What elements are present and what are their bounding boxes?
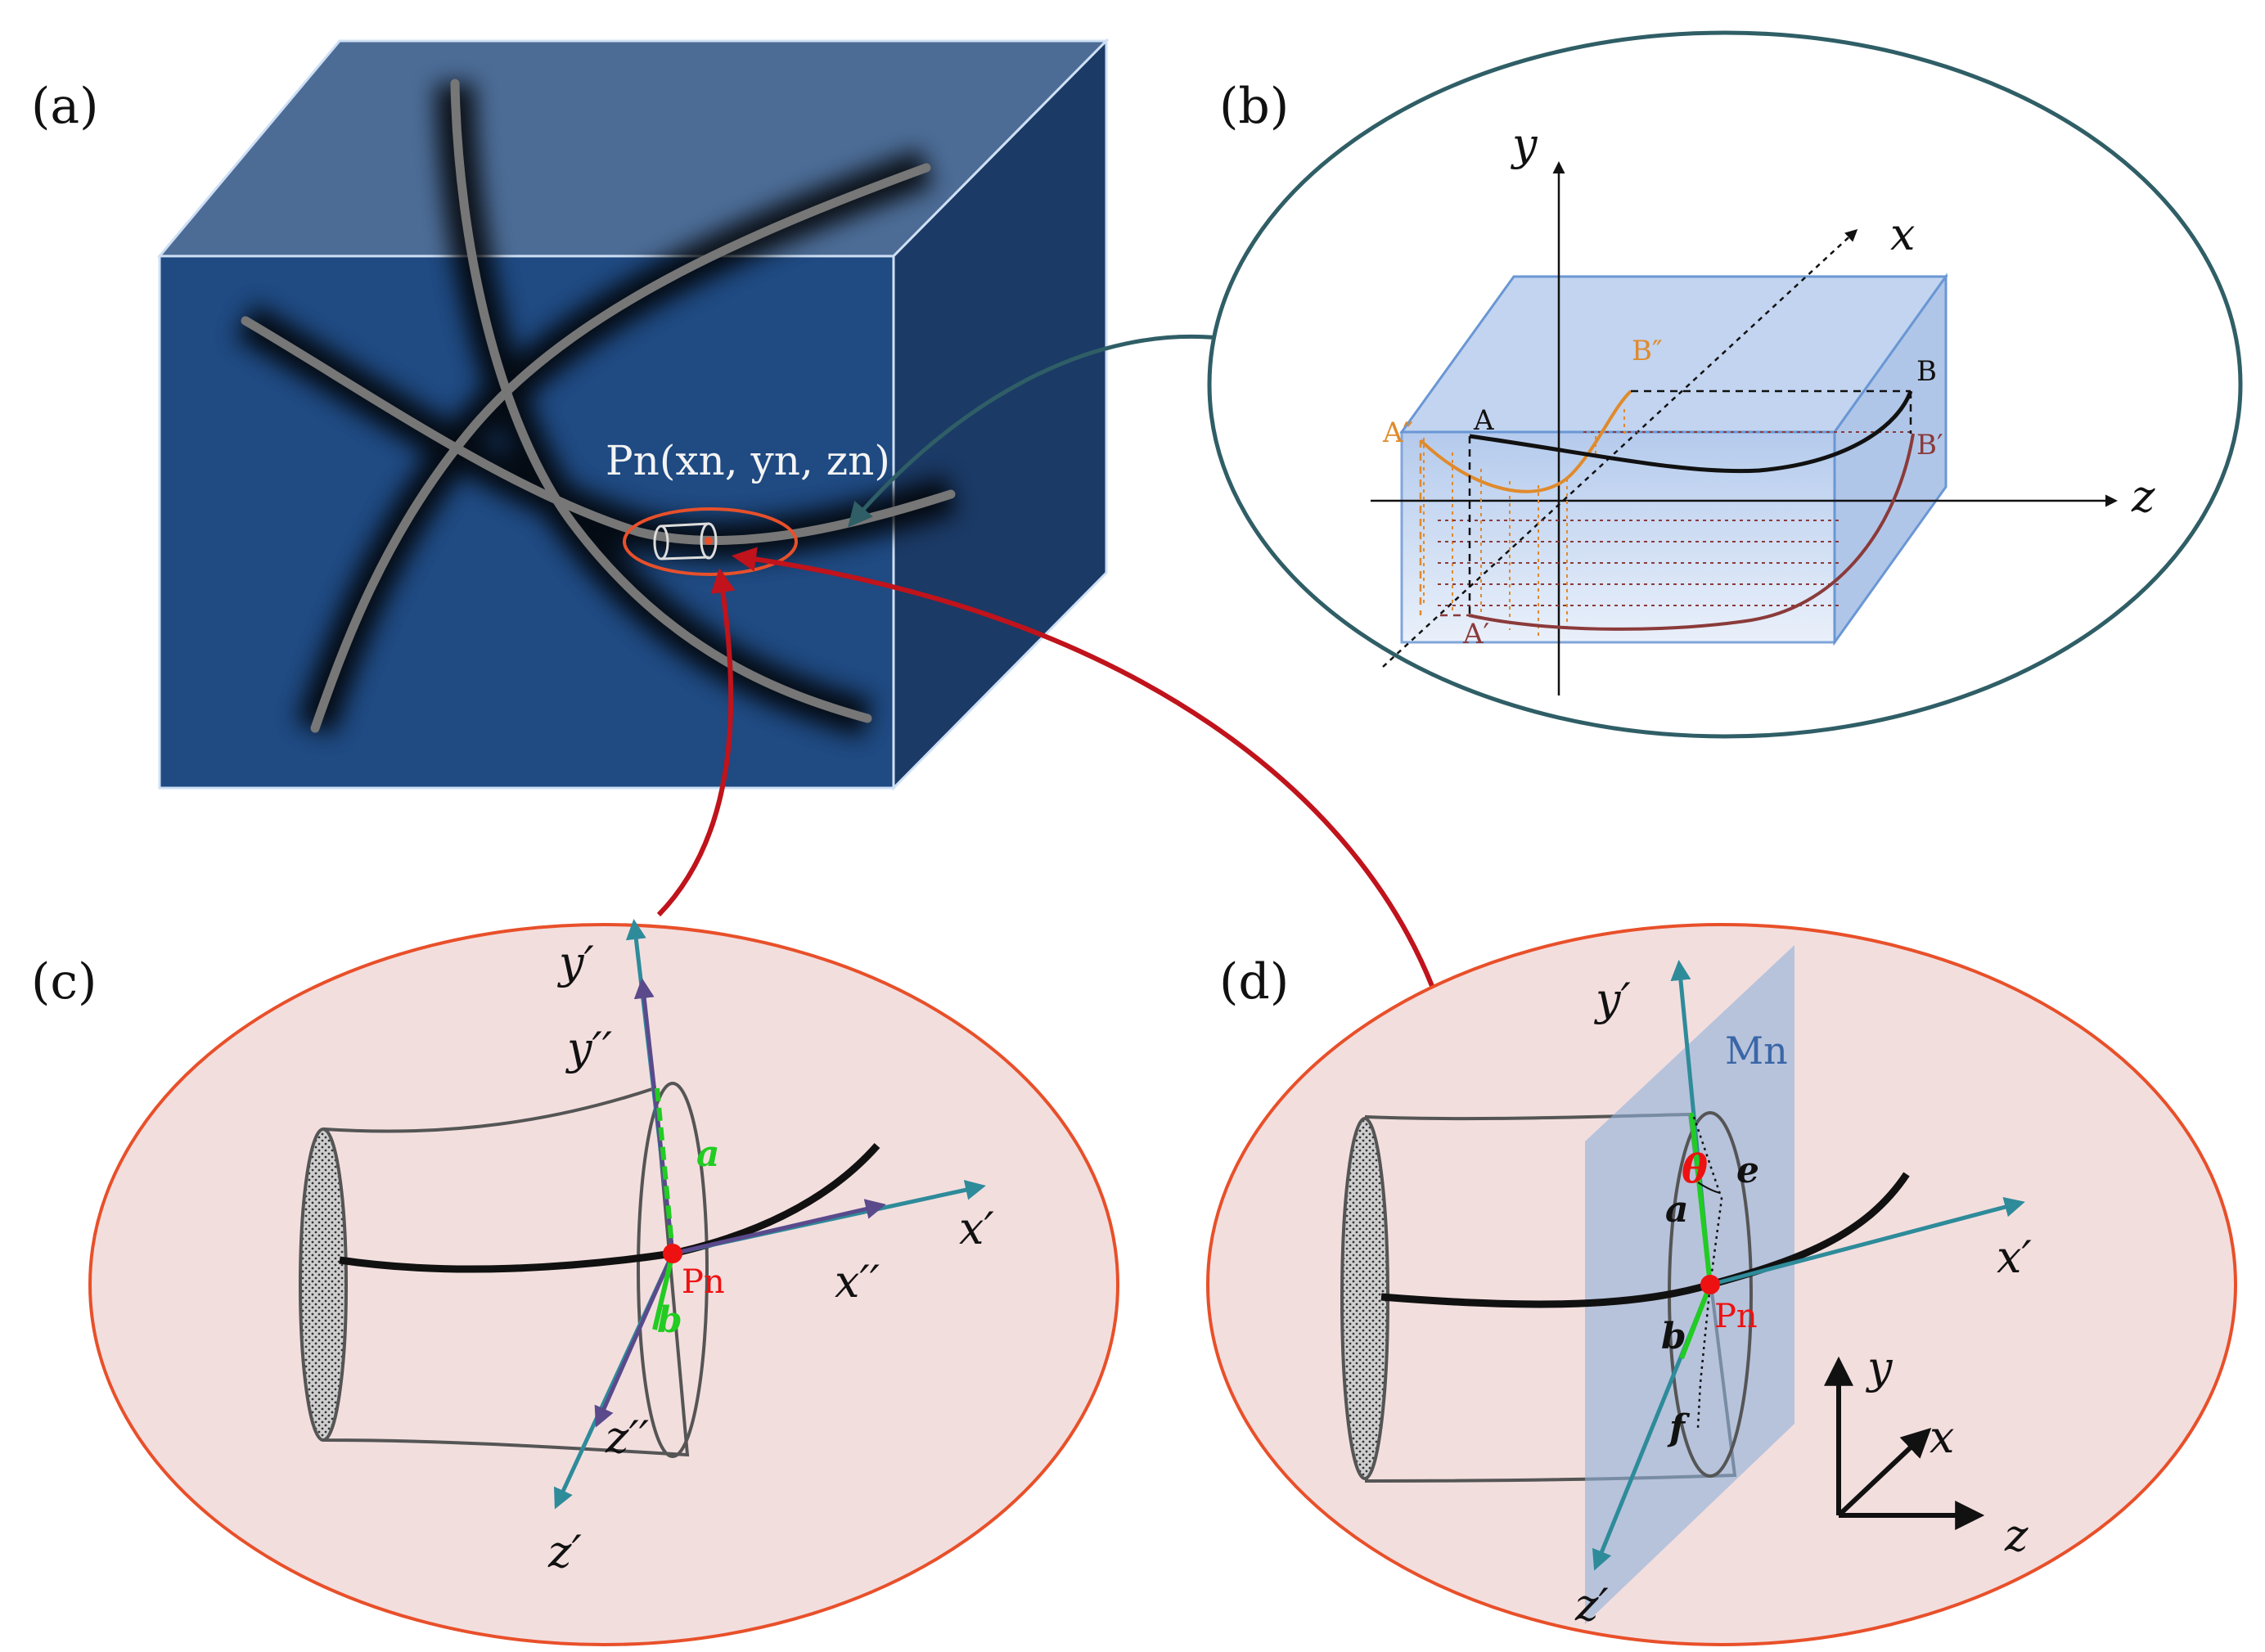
tube-cross-section-c xyxy=(637,1082,709,1458)
panel-b-label: (b) xyxy=(1219,78,1289,135)
angle-theta-label: θ xyxy=(1682,1146,1708,1192)
panel-d: (d) y′ x′ z′ Mn θ e a b f Pn xyxy=(1206,923,2237,1646)
ref-axis-x-label: x xyxy=(1930,1411,1954,1463)
axis-x2-c xyxy=(672,1199,886,1256)
point-a1-label: A′ xyxy=(1462,618,1489,650)
axis-z2-label-c: z′′ xyxy=(605,1411,649,1463)
segment-b-c xyxy=(652,1253,675,1330)
segment-b-d xyxy=(1679,1283,1713,1360)
point-pn-marker-d xyxy=(1700,1275,1720,1294)
micro-cylinder xyxy=(653,522,718,560)
highlight-ellipse-a xyxy=(623,507,798,576)
frame-dashes xyxy=(1468,389,1912,615)
axis-x2-label-c: x′′ xyxy=(835,1256,880,1308)
connection-arrows xyxy=(656,335,1434,988)
point-pn-marker-c xyxy=(663,1244,682,1263)
curve-projection-a1b1 xyxy=(1468,433,1915,631)
segment-a-label-d: a xyxy=(1665,1189,1689,1231)
panel-a: (a) Pn(xn, yn, zn) xyxy=(31,38,1110,791)
axis-x-label-b: x xyxy=(1890,209,1915,260)
axis-y1-label-d: y′ xyxy=(1594,974,1631,1025)
axis-x1-d xyxy=(1709,1197,2025,1287)
panel-a-label: (a) xyxy=(31,78,99,135)
tube-end-dotted-c xyxy=(299,1128,348,1442)
reference-axes xyxy=(1824,1356,1985,1530)
panel-b: (b) y x z xyxy=(1207,30,2243,739)
connector-c-to-a xyxy=(656,568,736,917)
axis-z1-label-c: z′ xyxy=(547,1526,582,1578)
point-b-label: B xyxy=(1916,355,1937,388)
axis-z1-label-d: z′ xyxy=(1574,1579,1609,1631)
point-b1-label: B′ xyxy=(1916,429,1943,461)
tube-body-c xyxy=(323,1086,690,1457)
axis-y-label-b: y xyxy=(1511,119,1538,170)
connector-b-to-a xyxy=(848,335,1234,528)
ellipse-c xyxy=(88,923,1119,1646)
axis-x1-label-c: x′ xyxy=(959,1203,994,1254)
connector-d-to-a xyxy=(732,547,1434,988)
axis-x1-label-d: x′ xyxy=(1997,1231,2032,1283)
point-a-label: A xyxy=(1473,404,1494,437)
point-b2-label: B″ xyxy=(1632,335,1663,367)
point-pn-label-d: Pn xyxy=(1714,1298,1758,1335)
panel-c: (c) y′ y′′ x′ x′′ z′′ z′ a b Pn xyxy=(31,919,1119,1646)
plane-mn-label: Mn xyxy=(1725,1029,1788,1073)
segment-a-label-c: a xyxy=(696,1133,720,1175)
segment-e-label: e xyxy=(1736,1150,1759,1191)
axis-z2-c xyxy=(594,1252,675,1428)
panel-d-label: (d) xyxy=(1219,953,1289,1011)
point-pn-label: Pn(xn, yn, zn) xyxy=(606,437,890,484)
segment-a-c xyxy=(655,1087,675,1254)
projection-lines-brown xyxy=(1438,431,1915,606)
box-front-face xyxy=(1400,430,1836,644)
segment-b-label-d: b xyxy=(1661,1316,1686,1357)
segment-a-d xyxy=(1689,1112,1713,1285)
curve-projection-a2b2 xyxy=(1419,389,1632,493)
ref-axis-z-label: z xyxy=(2004,1510,2029,1561)
axis-y2-label-c: y′′ xyxy=(565,1023,612,1074)
point-pn-label-c: Pn xyxy=(682,1263,725,1301)
angle-theta-arc xyxy=(1697,1182,1721,1194)
panel-c-label: (c) xyxy=(31,953,97,1011)
axis-y1-label-c: y′ xyxy=(557,937,594,988)
plane-mn xyxy=(1585,945,1794,1624)
fiber-network xyxy=(241,79,956,733)
point-pn-marker-a xyxy=(705,537,713,545)
projection-lines-orange xyxy=(1423,409,1625,638)
tube-end-dotted-d xyxy=(1340,1117,1389,1480)
ref-axis-y-label: y xyxy=(1866,1342,1894,1393)
segment-b-label-c: b xyxy=(657,1299,682,1341)
point-a2-label: A″ xyxy=(1382,416,1413,449)
axis-z-label-b: z xyxy=(2131,470,2155,522)
curve-ab xyxy=(1469,390,1913,474)
